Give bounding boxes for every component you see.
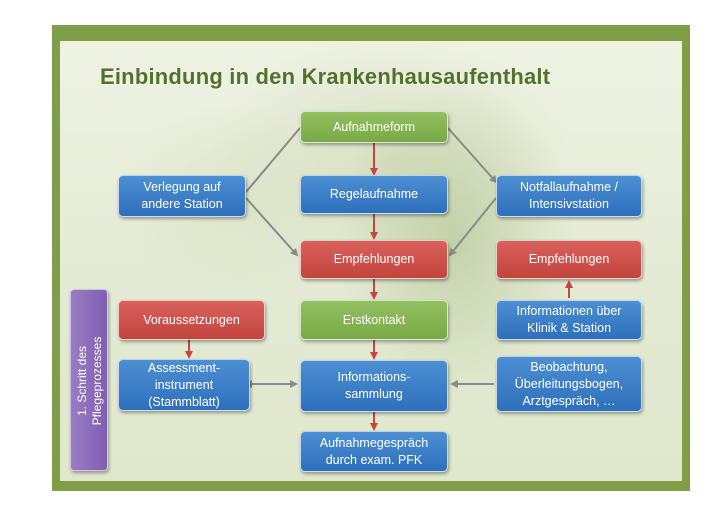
box-empfehlungen-center: Empfehlungen bbox=[300, 240, 448, 279]
box-erstkontakt: Erstkontakt bbox=[300, 300, 448, 340]
box-aufnahmegespraech-label: Aufnahmegespräch durch exam. PFK bbox=[319, 435, 429, 467]
box-aufnahmegespraech: Aufnahmegespräch durch exam. PFK bbox=[300, 431, 448, 472]
box-notfallaufnahme: Notfallaufnahme / Intensivstation bbox=[496, 175, 642, 217]
line-aufnahmeform-verlegung bbox=[245, 127, 301, 193]
box-regelaufnahme: Regelaufnahme bbox=[300, 175, 448, 214]
line-verlegung-empfehlungen bbox=[245, 197, 299, 257]
box-aufnahmeform: Aufnahmeform bbox=[300, 111, 448, 143]
line-notfall-empfehlungen bbox=[448, 197, 497, 257]
side-step-label: 1. Schritt des Pflegeprozesses bbox=[75, 336, 104, 426]
box-informationen-klinik: Informationen über Klinik & Station bbox=[496, 300, 642, 340]
box-erstkontakt-label: Erstkontakt bbox=[342, 312, 406, 327]
box-assessment-label: Assessment- instrument (Stammblatt) bbox=[147, 360, 221, 409]
box-verlegung: Verlegung auf andere Station bbox=[118, 175, 246, 217]
box-regelaufnahme-label: Regelaufnahme bbox=[329, 187, 419, 201]
side-step-label-box: 1. Schritt des Pflegeprozesses bbox=[70, 289, 108, 471]
line-aufnahmeform-notfall bbox=[447, 127, 498, 184]
box-informationssammlung: Informations- sammlung bbox=[300, 360, 448, 412]
box-informationen-klinik-label: Informationen über Klinik & Station bbox=[516, 304, 622, 335]
box-voraussetzungen-label: Voraussetzungen bbox=[143, 312, 240, 327]
box-assessment: Assessment- instrument (Stammblatt) bbox=[118, 359, 250, 411]
box-beobachtung-label: Beobachtung, Überleitungsbogen, Arztgesp… bbox=[514, 359, 624, 408]
box-notfallaufnahme-label: Notfallaufnahme / Intensivstation bbox=[520, 180, 618, 211]
box-empfehlungen-right-label: Empfehlungen bbox=[528, 252, 610, 266]
box-empfehlungen-right: Empfehlungen bbox=[496, 240, 642, 279]
slide-title: Einbindung in den Krankenhausaufenthalt bbox=[100, 64, 551, 89]
box-verlegung-label: Verlegung auf andere Station bbox=[141, 180, 223, 211]
box-beobachtung: Beobachtung, Überleitungsbogen, Arztgesp… bbox=[496, 356, 642, 412]
box-voraussetzungen: Voraussetzungen bbox=[118, 300, 265, 340]
box-aufnahmeform-label: Aufnahmeform bbox=[333, 119, 415, 134]
box-empfehlungen-center-label: Empfehlungen bbox=[333, 252, 415, 266]
box-informationssammlung-label: Informations- sammlung bbox=[337, 370, 411, 401]
